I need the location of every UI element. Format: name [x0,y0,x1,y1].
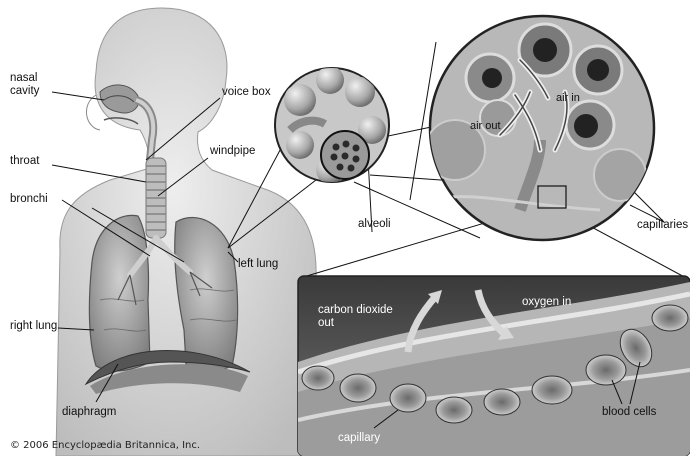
label-right-lung: right lung [10,320,57,333]
label-oxygen-in: oxygen in [522,296,571,309]
label-blood-cells: blood cells [602,406,656,419]
label-capillaries: capillaries [637,219,688,232]
right-lung-shape [89,215,150,371]
label-bronchi: bronchi [10,193,48,206]
label-voice-box: voice box [222,86,271,99]
label-alveoli: alveoli [358,218,391,231]
label-nasal-cavity: nasal cavity [10,72,39,98]
label-left-lung: left lung [238,258,278,271]
label-throat: throat [10,155,39,168]
label-diaphragm: diaphragm [62,406,116,419]
alveoli-cluster-large [425,16,654,240]
label-windpipe: windpipe [210,145,255,158]
copyright-credit: © 2006 Encyclopædia Britannica, Inc. [10,440,200,451]
capillary-panel [298,276,690,456]
label-air-out: air out [470,120,501,133]
windpipe-shape [146,158,166,238]
alveoli-cluster-small [275,66,389,184]
label-carbon-dioxide-out: carbon dioxide out [318,304,393,330]
label-air-in: air in [556,92,580,105]
label-capillary: capillary [338,432,380,445]
